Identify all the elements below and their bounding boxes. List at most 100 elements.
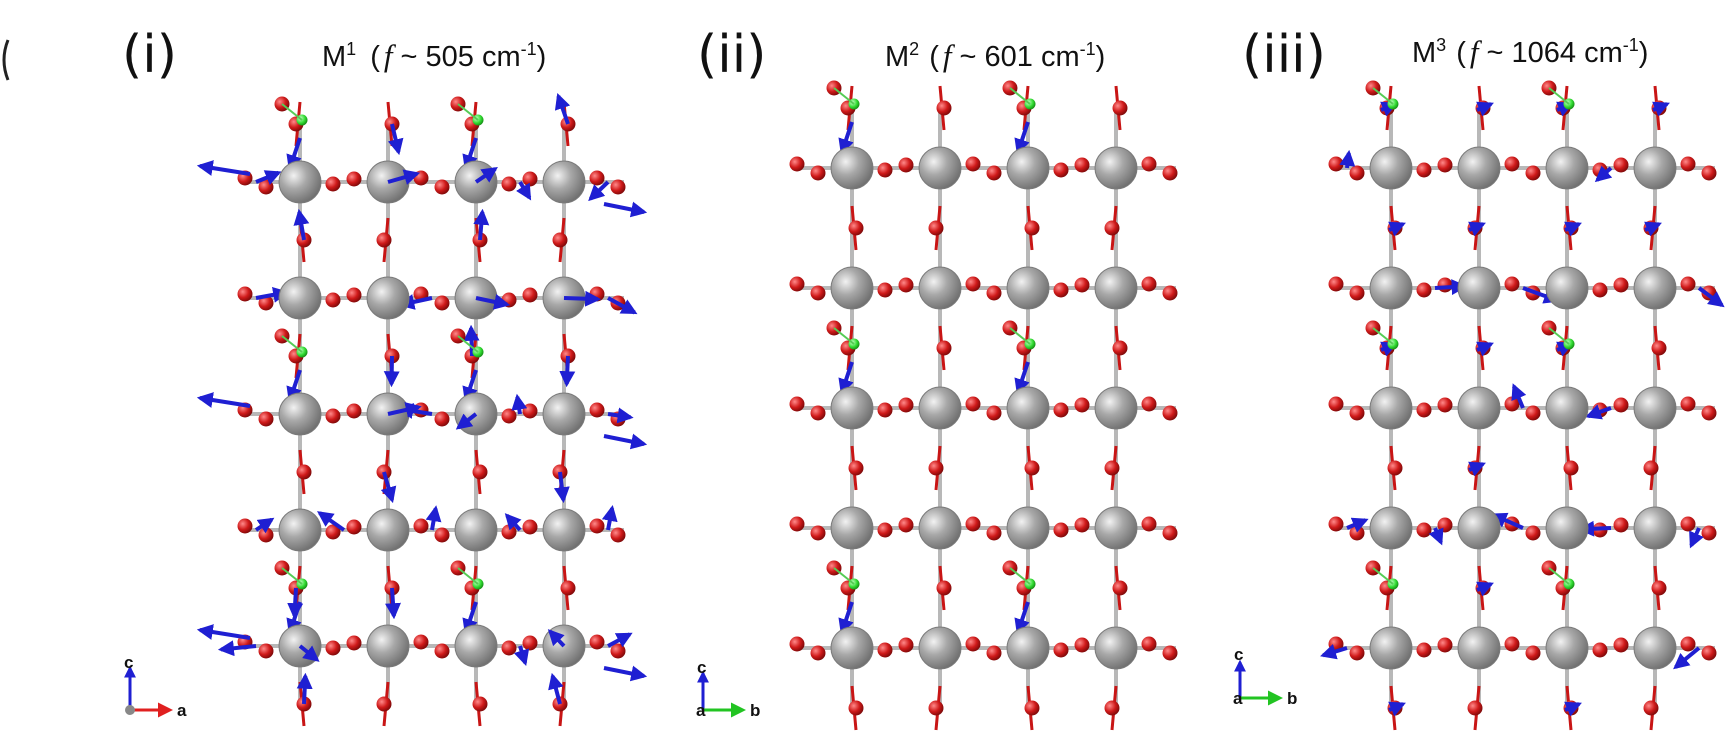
displacement-arrow <box>1339 149 1356 169</box>
oxygen-atom <box>346 171 362 187</box>
metal-atom <box>1545 146 1589 190</box>
displacement-arrow <box>1644 221 1662 237</box>
oxygen-atom <box>898 517 914 533</box>
metal-atom <box>1369 386 1413 430</box>
metal-atom <box>1006 266 1050 310</box>
freq-value: ~ 1064 cm <box>1478 37 1622 69</box>
oxygen-atom <box>1053 402 1069 418</box>
metal-atom <box>278 392 322 436</box>
oxygen-atom <box>898 157 914 173</box>
oxygen-atom <box>258 411 274 427</box>
oxygen-atom <box>848 700 864 716</box>
oxygen-atom <box>810 405 826 421</box>
oxygen-atom <box>1701 165 1717 181</box>
displacement-arrow <box>1652 101 1670 117</box>
displacement-arrow <box>1476 101 1494 117</box>
metal-atom <box>1006 146 1050 190</box>
oxygen-atom <box>501 524 517 540</box>
mode-index: 3 <box>1436 35 1446 55</box>
metal-atom <box>1369 626 1413 670</box>
oxygen-atom <box>810 165 826 181</box>
oxygen-atom <box>810 525 826 541</box>
oxygen-atom <box>1592 282 1608 298</box>
metal-atom <box>542 392 586 436</box>
displacement-arrow <box>1697 286 1725 308</box>
oxygen-atom <box>986 645 1002 661</box>
oxygen-atom <box>1162 285 1178 301</box>
oxygen-atom <box>877 522 893 538</box>
metal-atom <box>1457 146 1501 190</box>
displacement-arrow <box>588 180 610 202</box>
displacement-arrow <box>463 324 480 357</box>
oxygen-atom <box>434 643 450 659</box>
displacement-arrow <box>1388 221 1406 237</box>
freq-open: ( <box>370 41 380 73</box>
oxygen-atom <box>1074 277 1090 293</box>
mode-symbol: M <box>1412 37 1436 69</box>
bond <box>1548 87 1570 105</box>
oxygen-atom <box>325 408 341 424</box>
displacement-arrow <box>196 160 251 176</box>
oxygen-atom <box>1613 277 1629 293</box>
displacement-arrow <box>1689 527 1704 549</box>
metal-atom <box>366 276 410 320</box>
mode-title: M1(f ~ 505 cm-1) <box>322 38 546 73</box>
oxygen-atom <box>589 170 605 186</box>
displacement-arrow <box>1468 221 1486 237</box>
displacement-arrow <box>603 433 648 450</box>
oxygen-atom <box>434 295 450 311</box>
oxygen-atom <box>1416 522 1432 538</box>
oxygen-atom <box>1141 636 1157 652</box>
metal-atom <box>830 146 874 190</box>
oxygen-atom <box>552 232 568 248</box>
displacement-arrow <box>511 393 528 415</box>
metal-atom <box>1457 386 1501 430</box>
bond <box>281 335 303 353</box>
metal-atom <box>1633 626 1677 670</box>
oxygen-atom <box>1592 642 1608 658</box>
oxygen-atom <box>1141 396 1157 412</box>
oxygen-atom <box>1416 282 1432 298</box>
oxygen-atom <box>1701 405 1717 421</box>
panel-ii: (ii) M2(f ~ 601 cm-1) c a b <box>696 25 1178 731</box>
displacement-arrow <box>601 504 618 531</box>
metal-atom <box>1633 506 1677 550</box>
oxygen-atom <box>1525 645 1541 661</box>
freq-close: ) <box>537 41 547 73</box>
oxygen-atom <box>1680 516 1696 532</box>
oxygen-atom <box>1525 405 1541 421</box>
oxygen-atom <box>928 220 944 236</box>
displacement-arrow <box>255 170 282 185</box>
oxygen-atom <box>1053 642 1069 658</box>
oxygen-atom <box>472 696 488 712</box>
displacement-arrow <box>554 92 571 125</box>
oxygen-atom <box>1162 645 1178 661</box>
metal-atom <box>1369 266 1413 310</box>
oxygen-atom <box>1416 402 1432 418</box>
oxygen-atom <box>877 642 893 658</box>
metal-atom <box>542 160 586 204</box>
oxygen-atom <box>1074 397 1090 413</box>
oxygen-atom <box>325 176 341 192</box>
oxygen-atom <box>1104 460 1120 476</box>
bond <box>833 327 855 345</box>
metal-atom <box>1545 266 1589 310</box>
oxygen-atom <box>1701 525 1717 541</box>
displacement-arrow <box>217 640 257 657</box>
oxygen-atom <box>1504 276 1520 292</box>
displacement-arrow <box>603 201 648 218</box>
displacement-arrow <box>1564 221 1582 237</box>
oxygen-atom <box>376 232 392 248</box>
oxygen-atom <box>1112 580 1128 596</box>
metal-atom <box>918 386 962 430</box>
oxygen-atom <box>1074 517 1090 533</box>
metal-atom <box>1094 506 1138 550</box>
oxygen-atom <box>1651 580 1667 596</box>
freq-exponent: -1 <box>521 39 537 59</box>
oxygen-atom <box>877 282 893 298</box>
cropped-bracket <box>2 39 10 81</box>
oxygen-atom <box>325 524 341 540</box>
oxygen-atom <box>610 527 626 543</box>
oxygen-atom <box>898 637 914 653</box>
oxygen-atom <box>1643 460 1659 476</box>
